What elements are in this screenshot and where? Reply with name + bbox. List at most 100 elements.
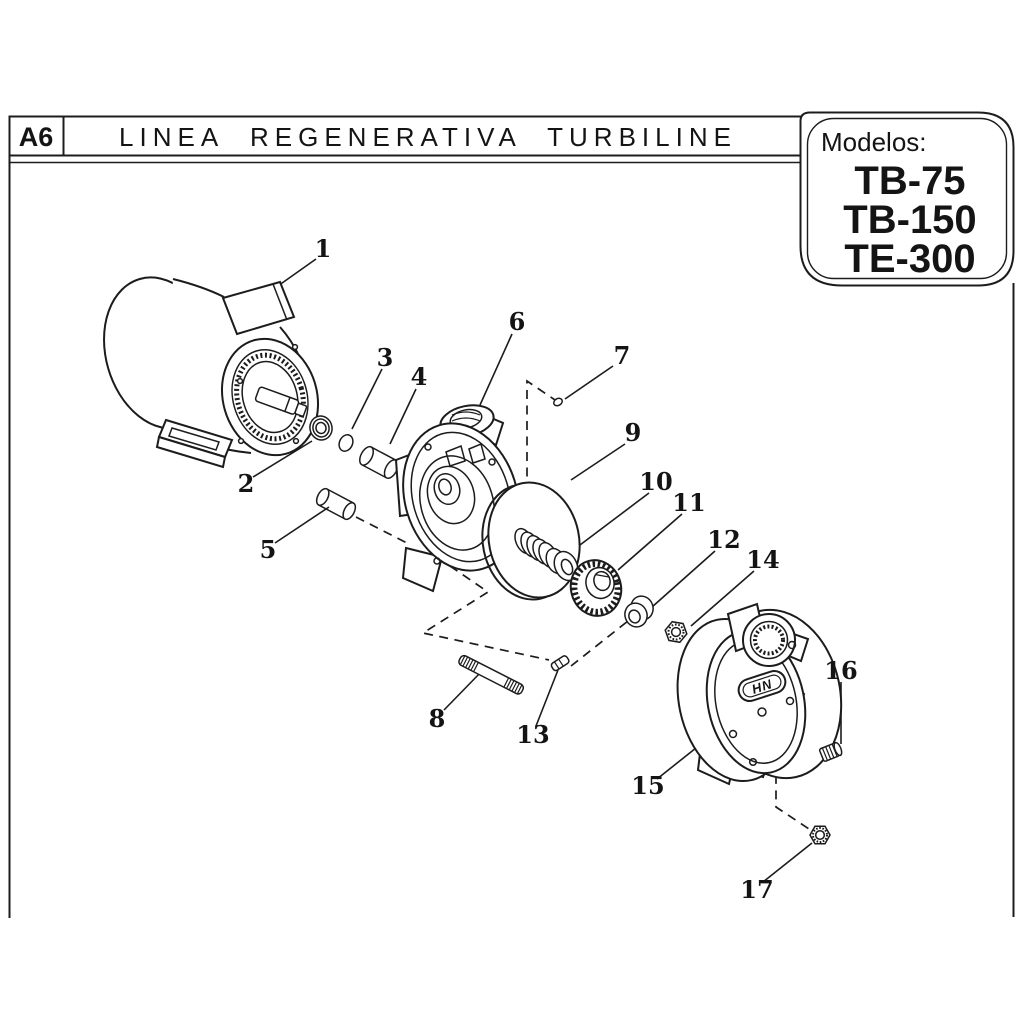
part-12-bushing (624, 595, 654, 628)
model-te300: TE-300 (844, 237, 975, 281)
cover-ear-hole (787, 640, 797, 650)
leader-11 (617, 513, 683, 571)
casing-passage-left (445, 444, 466, 467)
casing-bolt-hole (424, 443, 432, 451)
casing-port-threads (451, 411, 481, 422)
frame-left-top (8, 115, 801, 918)
part-label-1: 1 (315, 234, 332, 263)
cover-port-threads (753, 624, 785, 656)
shaft-thread-left (459, 655, 479, 673)
shaft-rod (458, 654, 525, 695)
pin-sides (318, 488, 354, 520)
pin-end-right (342, 502, 357, 521)
motor-flange-bolt (291, 343, 299, 351)
motor-flange-ring (231, 348, 309, 446)
badge-outline (737, 669, 787, 703)
leader-15 (656, 743, 702, 780)
motor-conduit-box (221, 280, 296, 336)
part-label-16: 16 (824, 656, 857, 685)
page-code: A6 (19, 122, 54, 152)
leader-14 (690, 570, 755, 627)
oring-ring (338, 434, 354, 452)
header-band: A6 LINEA REGENERATIVA TURBILINE (19, 122, 737, 152)
part-2-washer (309, 415, 333, 441)
leader-17 (762, 842, 813, 883)
leader-9 (570, 443, 626, 481)
part-label-14: 14 (746, 545, 779, 574)
part-label-3: 3 (377, 343, 394, 372)
leader-6 (479, 333, 513, 406)
part-label-11: 11 (672, 488, 705, 517)
part-label-2: 2 (238, 469, 255, 498)
part-label-4: 4 (411, 362, 428, 391)
motor-conduit-box-seam (272, 283, 288, 321)
motor-shaft (254, 386, 308, 417)
part-label-15: 15 (631, 771, 664, 800)
part-label-12: 12 (707, 525, 740, 554)
part-label-5: 5 (260, 535, 277, 564)
leader-8 (443, 670, 483, 711)
sleeve-sides (361, 446, 397, 479)
part-8-shaft (458, 654, 525, 695)
motor-stator-hatch-ring (234, 352, 306, 442)
cover-bolt (757, 707, 767, 717)
leader-3 (351, 368, 383, 430)
part-number-labels: 1 2 3 4 5 6 7 8 9 10 11 12 13 14 15 16 1… (238, 234, 858, 904)
washer-mid (312, 418, 330, 438)
model-tb150: TB-150 (843, 198, 976, 242)
part-label-8: 8 (429, 704, 446, 733)
models-label: Modelos: (821, 127, 927, 157)
badge-logo-text: HN (750, 676, 774, 697)
washer-bore (315, 421, 327, 435)
casing-bolt-hole (433, 557, 441, 565)
casing-flange-ring (410, 431, 512, 563)
motor-shaft-collar (284, 397, 291, 412)
leader-10 (575, 492, 650, 549)
part-7-screw (552, 397, 564, 407)
part-13-key (550, 655, 570, 672)
leader-lines (252, 258, 842, 883)
nut14-bore (670, 626, 682, 638)
cover-ear-hole (748, 757, 758, 767)
screw16-threads (821, 743, 838, 761)
models-box-outer-border (799, 111, 1015, 287)
screw7-body (552, 397, 564, 407)
part-label-6: 6 (509, 307, 526, 336)
part-5-pin (315, 487, 357, 521)
casing-bolt-hole (488, 458, 496, 466)
nut17-knurl (812, 827, 828, 843)
leader-4 (389, 388, 417, 445)
cover-ear-hole (785, 696, 795, 706)
axis-zigzag (420, 565, 550, 661)
impeller-keyway-flat (594, 573, 610, 578)
motor-flange-bolt (237, 437, 245, 445)
models-box: Modelos: TB-75 TB-150 TE-300 (799, 111, 1015, 287)
seal-head-bore (560, 558, 574, 576)
part-10-mechanical-seal (514, 527, 579, 582)
casing-bore-inner (438, 478, 452, 496)
motor-flange-bolt (236, 377, 244, 385)
sleeve-end-left (359, 445, 375, 466)
key-body (550, 655, 570, 672)
part-3-oring (338, 434, 354, 452)
motor-shaft-tip (294, 402, 308, 417)
page-title: LINEA REGENERATIVA TURBILINE (119, 122, 737, 152)
motor-base-front (155, 435, 227, 469)
part-label-13: 13 (516, 720, 549, 749)
part-label-10: 10 (639, 467, 672, 496)
part-1-motor (103, 276, 320, 469)
page-frame (8, 115, 1015, 918)
impeller-teeth-ring (571, 561, 621, 615)
nut14-knurl (667, 623, 685, 641)
models-box-inner-border (806, 117, 1008, 280)
pin-end-left (315, 487, 330, 506)
key-ribs (554, 659, 564, 669)
part-label-7: 7 (614, 341, 631, 370)
model-tb75: TB-75 (854, 159, 965, 203)
motor-body-top-edge (172, 278, 225, 298)
part-label-17: 17 (740, 875, 773, 904)
part-14-nut (664, 620, 688, 644)
screw16-end (833, 741, 843, 757)
